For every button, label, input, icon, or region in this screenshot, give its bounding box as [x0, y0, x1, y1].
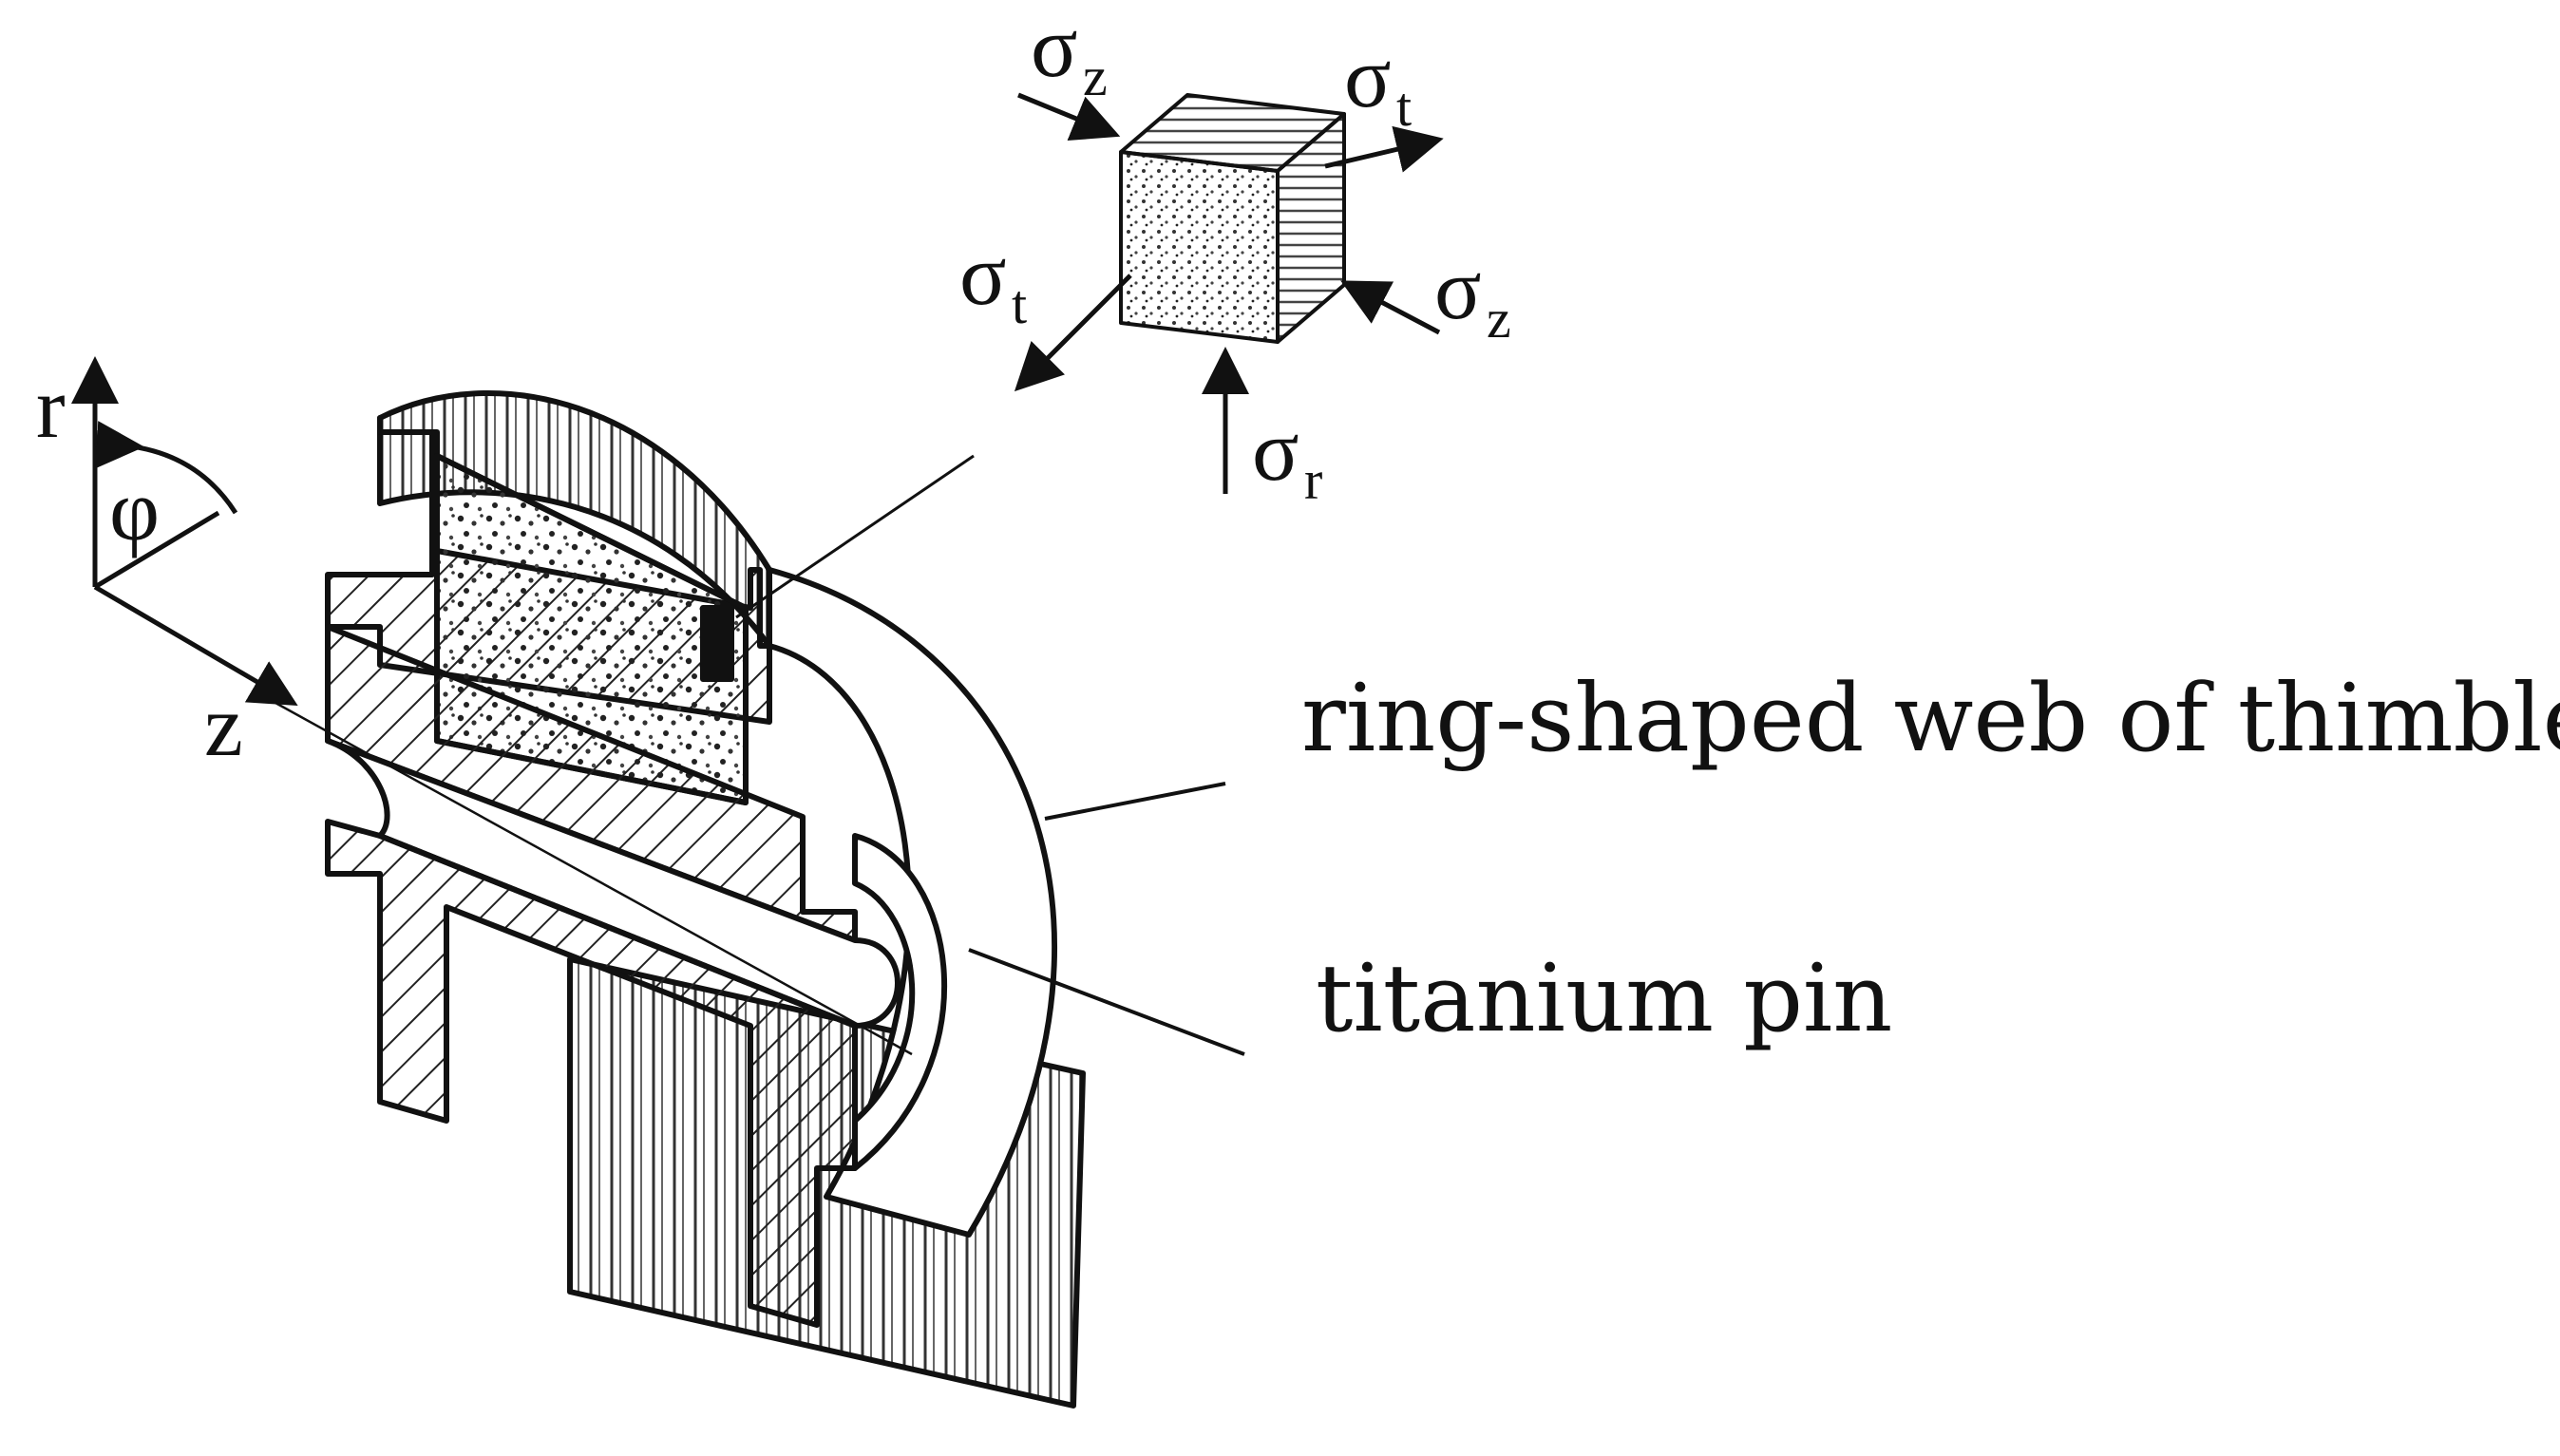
axis-label-phi: φ [109, 462, 160, 558]
svg-text:t: t [1012, 274, 1027, 335]
stress-arrows [1014, 92, 1444, 494]
svg-text:σ: σ [1344, 28, 1392, 125]
label-titanium-pin: titanium pin [1316, 945, 1892, 1053]
stress-label-sigma-r: σ r [1252, 402, 1322, 511]
sigma-z-right-arrow [1340, 280, 1441, 335]
stress-label-sigma-t-left: σ t [959, 226, 1027, 335]
ring-web-leader [1044, 782, 1226, 821]
sigma-t-left-arrow [1014, 274, 1132, 392]
svg-text:σ: σ [1252, 402, 1299, 499]
svg-text:t: t [1396, 76, 1412, 138]
stress-label-sigma-z-right: σ z [1434, 240, 1511, 350]
label-ring-shaped-web: ring-shaped web of thimble [1301, 665, 2560, 773]
svg-text:σ: σ [1434, 240, 1482, 337]
sigma-t-right-arrow [1324, 125, 1444, 173]
svg-text:σ: σ [959, 226, 1007, 323]
phi-arc-arrow [94, 421, 144, 469]
svg-text:r: r [1304, 449, 1322, 511]
thimble-body [275, 390, 1086, 1409]
z-axis-arrow [93, 584, 298, 707]
label-leaders [968, 782, 1245, 1056]
axis-label-z: z [204, 677, 243, 774]
svg-text:z: z [1083, 46, 1108, 107]
phi-ray [93, 510, 220, 590]
sigma-z-top-arrow [1017, 92, 1121, 142]
coordinate-axes [71, 356, 298, 707]
cube-front-face [1119, 150, 1280, 344]
svg-text:z: z [1487, 288, 1511, 350]
element-leader-line [735, 454, 975, 619]
lower-hatched-section [325, 819, 858, 1328]
titanium-pin-leader [968, 948, 1245, 1056]
bore-center-line [275, 701, 913, 1056]
stress-label-sigma-t-right: σ t [1344, 28, 1412, 138]
axis-label-r: r [36, 359, 66, 456]
stress-label-sigma-z-top: σ z [1031, 0, 1108, 107]
dark-element-marker [700, 605, 734, 682]
svg-text:σ: σ [1031, 0, 1078, 95]
stress-element-cube [1119, 93, 1346, 344]
